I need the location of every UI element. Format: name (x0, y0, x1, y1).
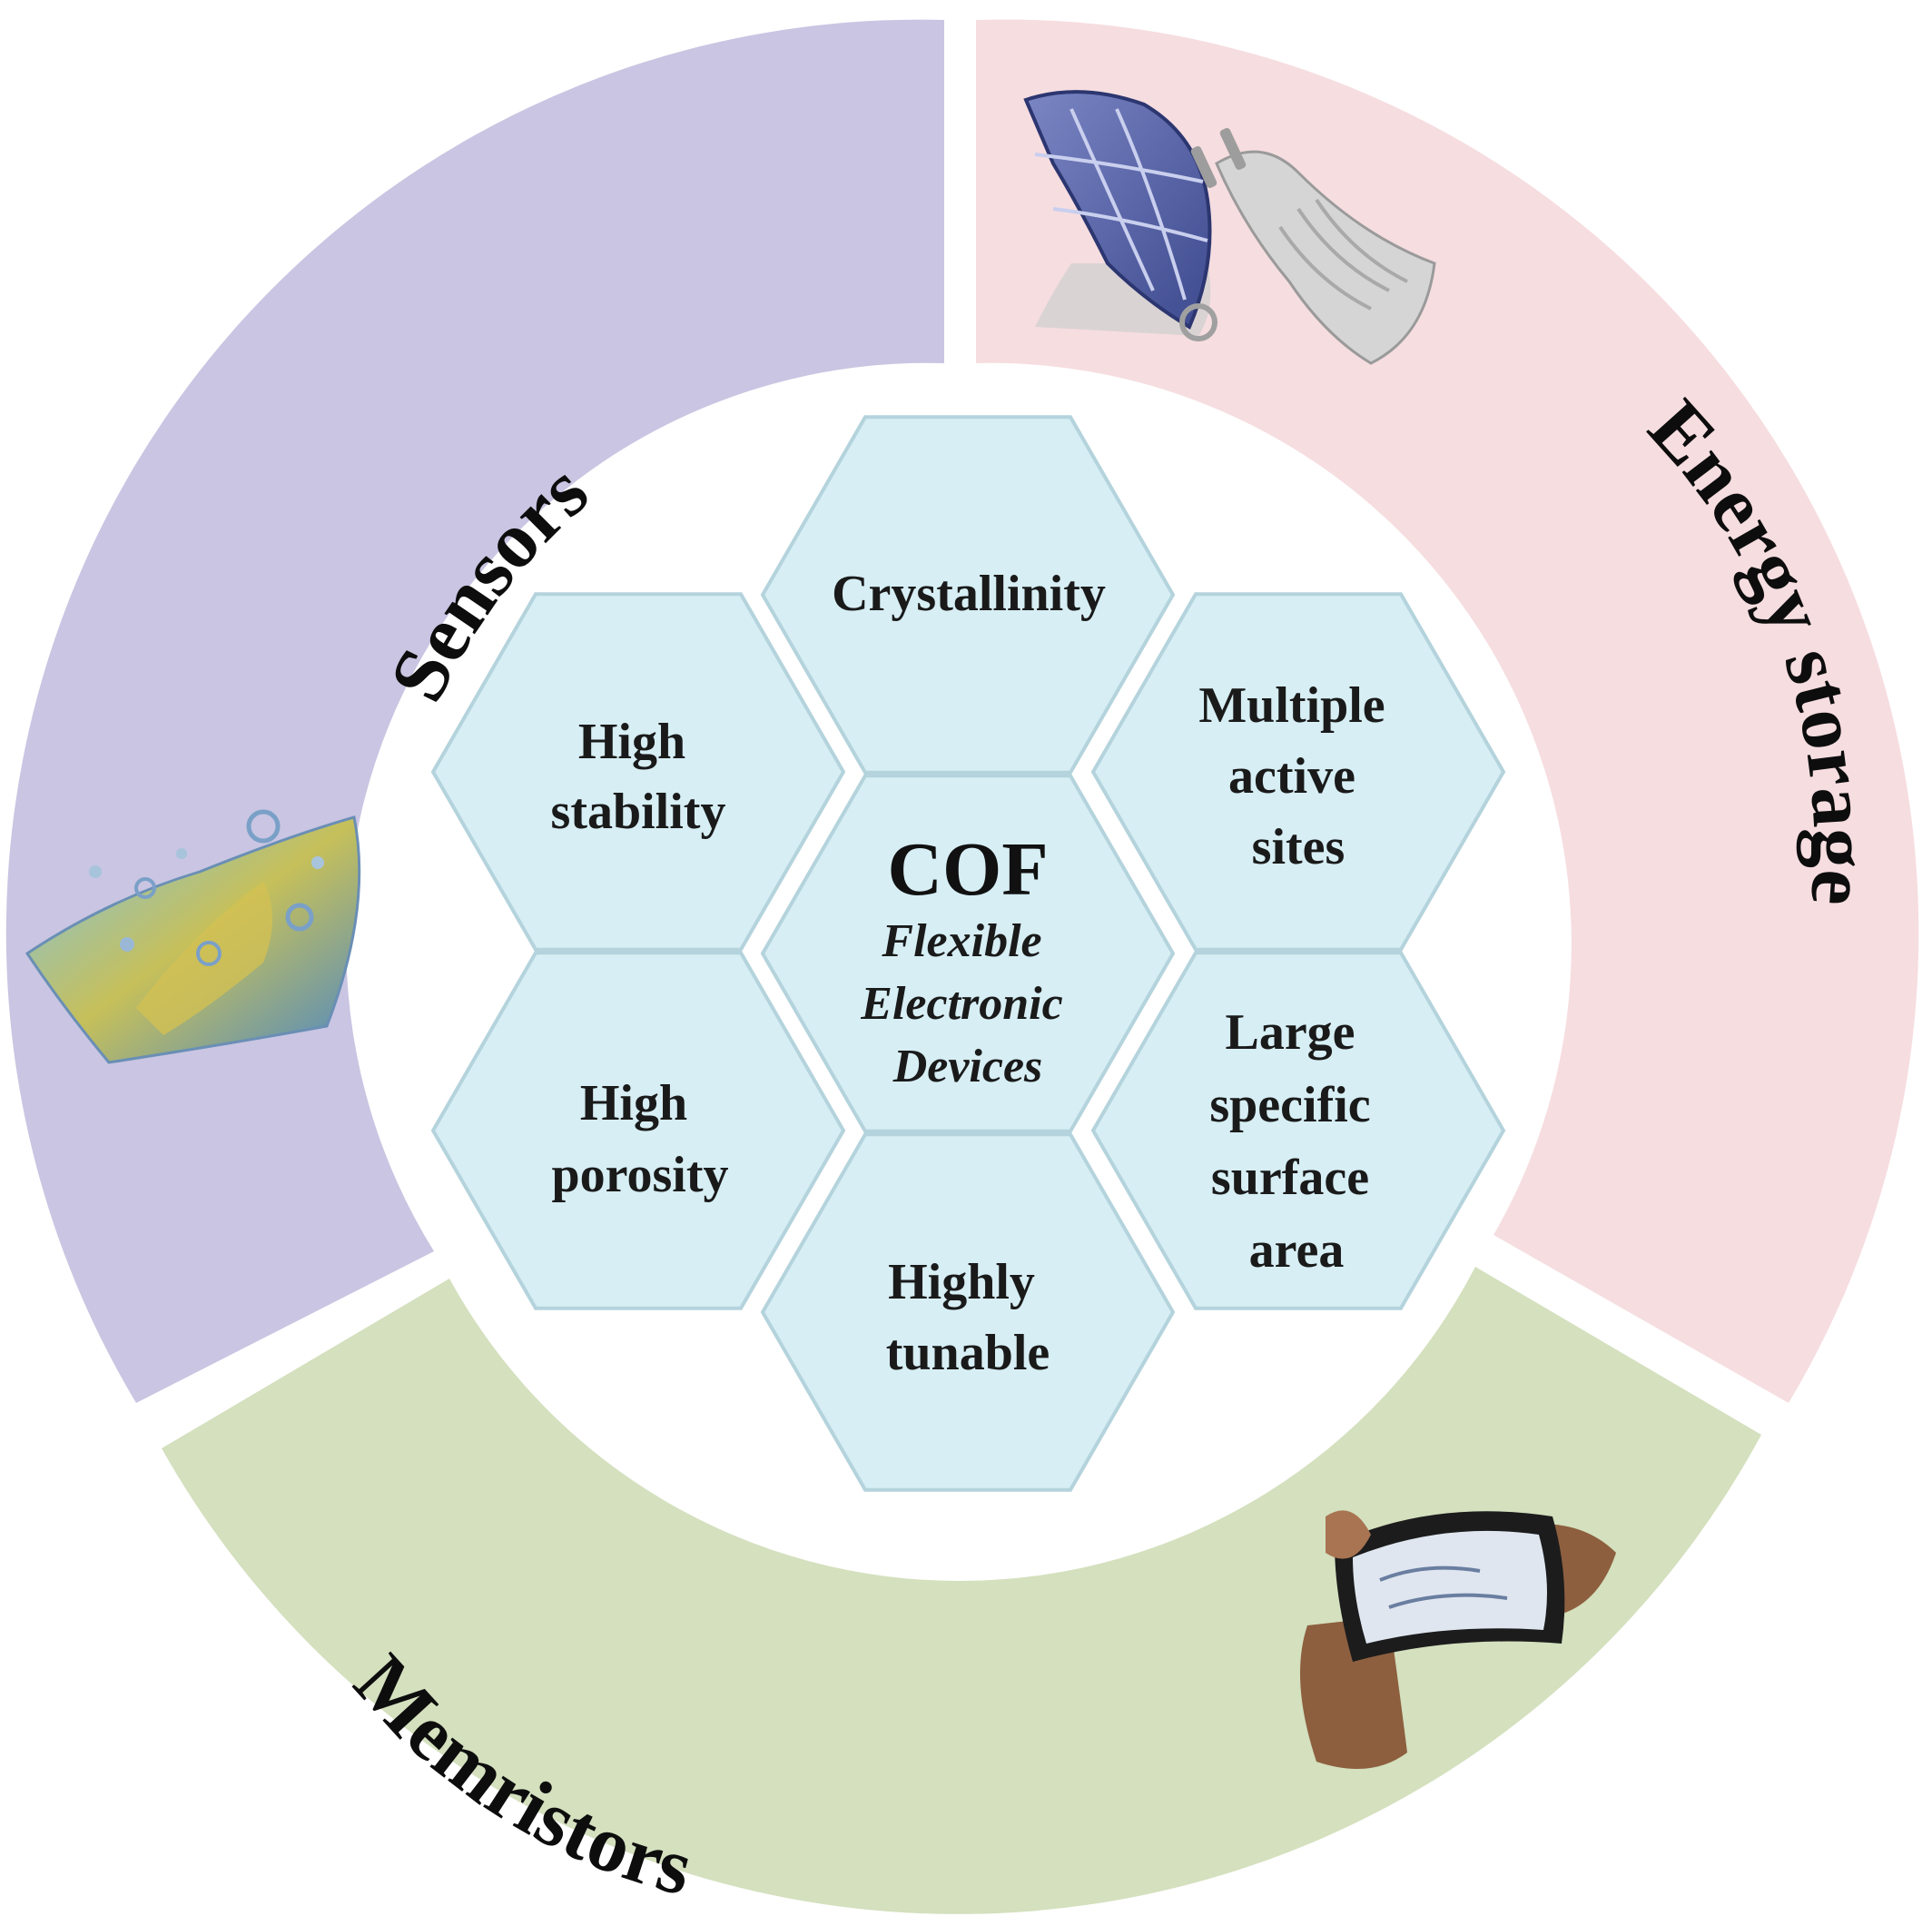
hex-crystallinity (760, 415, 1176, 775)
hex-label-high-porosity: High porosity (552, 1075, 729, 1203)
hex-large-specific-surface-area (1090, 951, 1506, 1310)
center-subtitle: Flexible Electronic Devices (860, 915, 1074, 1092)
hex-highly-tunable (760, 1132, 1176, 1492)
hex-label-multiple-active-sites: Multiple active sites (1198, 677, 1397, 875)
hex-high-porosity (430, 951, 846, 1310)
hex-high-stability (430, 592, 846, 952)
hex-multiple-active-sites (1090, 592, 1506, 952)
sensors-segment (5, 19, 945, 1403)
flexible-solar-panel-icon (1023, 90, 1217, 341)
sensor-film-icon (25, 809, 361, 1064)
hex-center-cof (760, 774, 1176, 1133)
hex-label-large-specific-surface-area: Large specific surface area (1209, 1004, 1383, 1279)
flexible-charger-plug-icon (1190, 128, 1436, 365)
hex-label-high-stability: High stability (551, 714, 726, 840)
energy-storage-segment (976, 19, 1919, 1404)
flexible-display-hands-icon (1300, 1510, 1616, 1769)
center-title: COF (887, 827, 1048, 912)
hex-label-crystallinity: Crystallinity (832, 566, 1106, 622)
hex-label-highly-tunable: Highly tunable (886, 1254, 1050, 1381)
